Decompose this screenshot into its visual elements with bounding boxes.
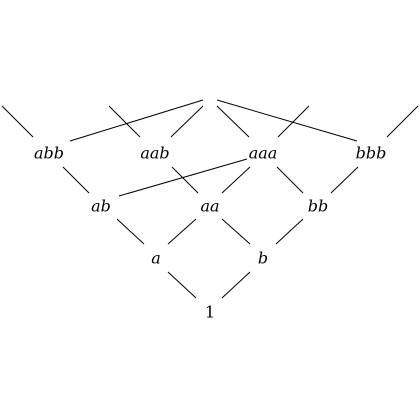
edge-a-aa bbox=[167, 218, 197, 245]
edge-one-b bbox=[221, 271, 251, 299]
edge-bb-bbb bbox=[330, 166, 359, 194]
node-aa: aa bbox=[200, 197, 219, 216]
edge-aa-aab bbox=[171, 166, 199, 194]
edge-bbb-up-right bbox=[386, 105, 419, 138]
edge-aab-up-right bbox=[170, 105, 204, 138]
edge-aaa-up-left bbox=[216, 105, 250, 138]
edge-b-bb bbox=[275, 218, 304, 245]
edge-bbb-up-left bbox=[216, 99, 358, 142]
node-b: b bbox=[258, 249, 268, 268]
edge-one-a bbox=[167, 271, 197, 299]
node-aab: aab bbox=[140, 144, 169, 163]
edge-b-aa bbox=[221, 218, 251, 245]
node-aaa: aaa bbox=[249, 144, 278, 163]
node-one: 1 bbox=[205, 303, 215, 322]
edge-abb-up-right bbox=[69, 99, 204, 142]
edge-aaa-up-right bbox=[277, 105, 310, 138]
node-ab: ab bbox=[91, 197, 111, 216]
edge-aa-aaa bbox=[221, 166, 251, 194]
edge-abb-up-left bbox=[1, 105, 34, 138]
node-bb: bb bbox=[308, 197, 328, 216]
edge-a-ab bbox=[116, 218, 145, 245]
edge-ab-abb bbox=[62, 166, 90, 194]
node-abb: abb bbox=[34, 144, 64, 163]
edge-aab-up-left bbox=[108, 105, 141, 138]
edge-bb-aaa bbox=[276, 166, 304, 194]
node-bbb: bbb bbox=[356, 144, 387, 163]
edges-layer bbox=[1, 99, 419, 299]
node-a: a bbox=[151, 249, 161, 268]
